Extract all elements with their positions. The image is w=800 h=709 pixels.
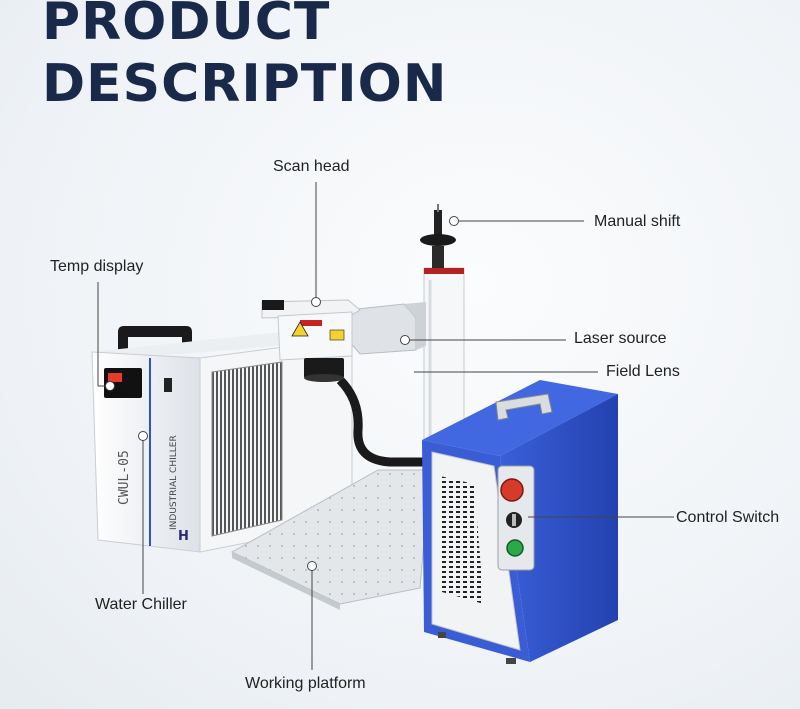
water-chiller-marker bbox=[138, 431, 148, 441]
manual-shift-label: Manual shift bbox=[594, 213, 681, 230]
working-platform-label: Working platform bbox=[245, 675, 366, 692]
scan-head-marker bbox=[311, 297, 321, 307]
chiller-side-text: INDUSTRIAL CHILLER bbox=[169, 435, 179, 530]
water-chiller-label: Water Chiller bbox=[95, 596, 187, 613]
page-title-line-2: DESCRIPTION bbox=[42, 54, 448, 114]
control-switch-label: Control Switch bbox=[676, 509, 780, 526]
emergency-stop-button bbox=[500, 478, 524, 502]
start-button bbox=[506, 539, 524, 557]
chiller-model-text: CWUL-05 bbox=[117, 450, 132, 505]
page-title-line-1: PRODUCT bbox=[42, 0, 331, 52]
temp-display-label: Temp display bbox=[50, 258, 144, 275]
scan-head-unit bbox=[261, 299, 361, 382]
svg-text:H: H bbox=[178, 529, 189, 544]
working-platform-marker bbox=[307, 561, 317, 571]
laser-source-marker bbox=[400, 335, 410, 345]
field-lens-label: Field Lens bbox=[606, 363, 680, 380]
scan-head-label: Scan head bbox=[273, 158, 350, 175]
control-cabinet bbox=[422, 380, 618, 664]
working-platform-plate bbox=[230, 469, 431, 610]
laser-source-module bbox=[347, 302, 426, 355]
manual-shift-marker bbox=[449, 216, 459, 226]
temp-display-marker bbox=[105, 381, 115, 391]
field-lens-part bbox=[304, 358, 344, 378]
laser-source-label: Laser source bbox=[574, 330, 667, 347]
